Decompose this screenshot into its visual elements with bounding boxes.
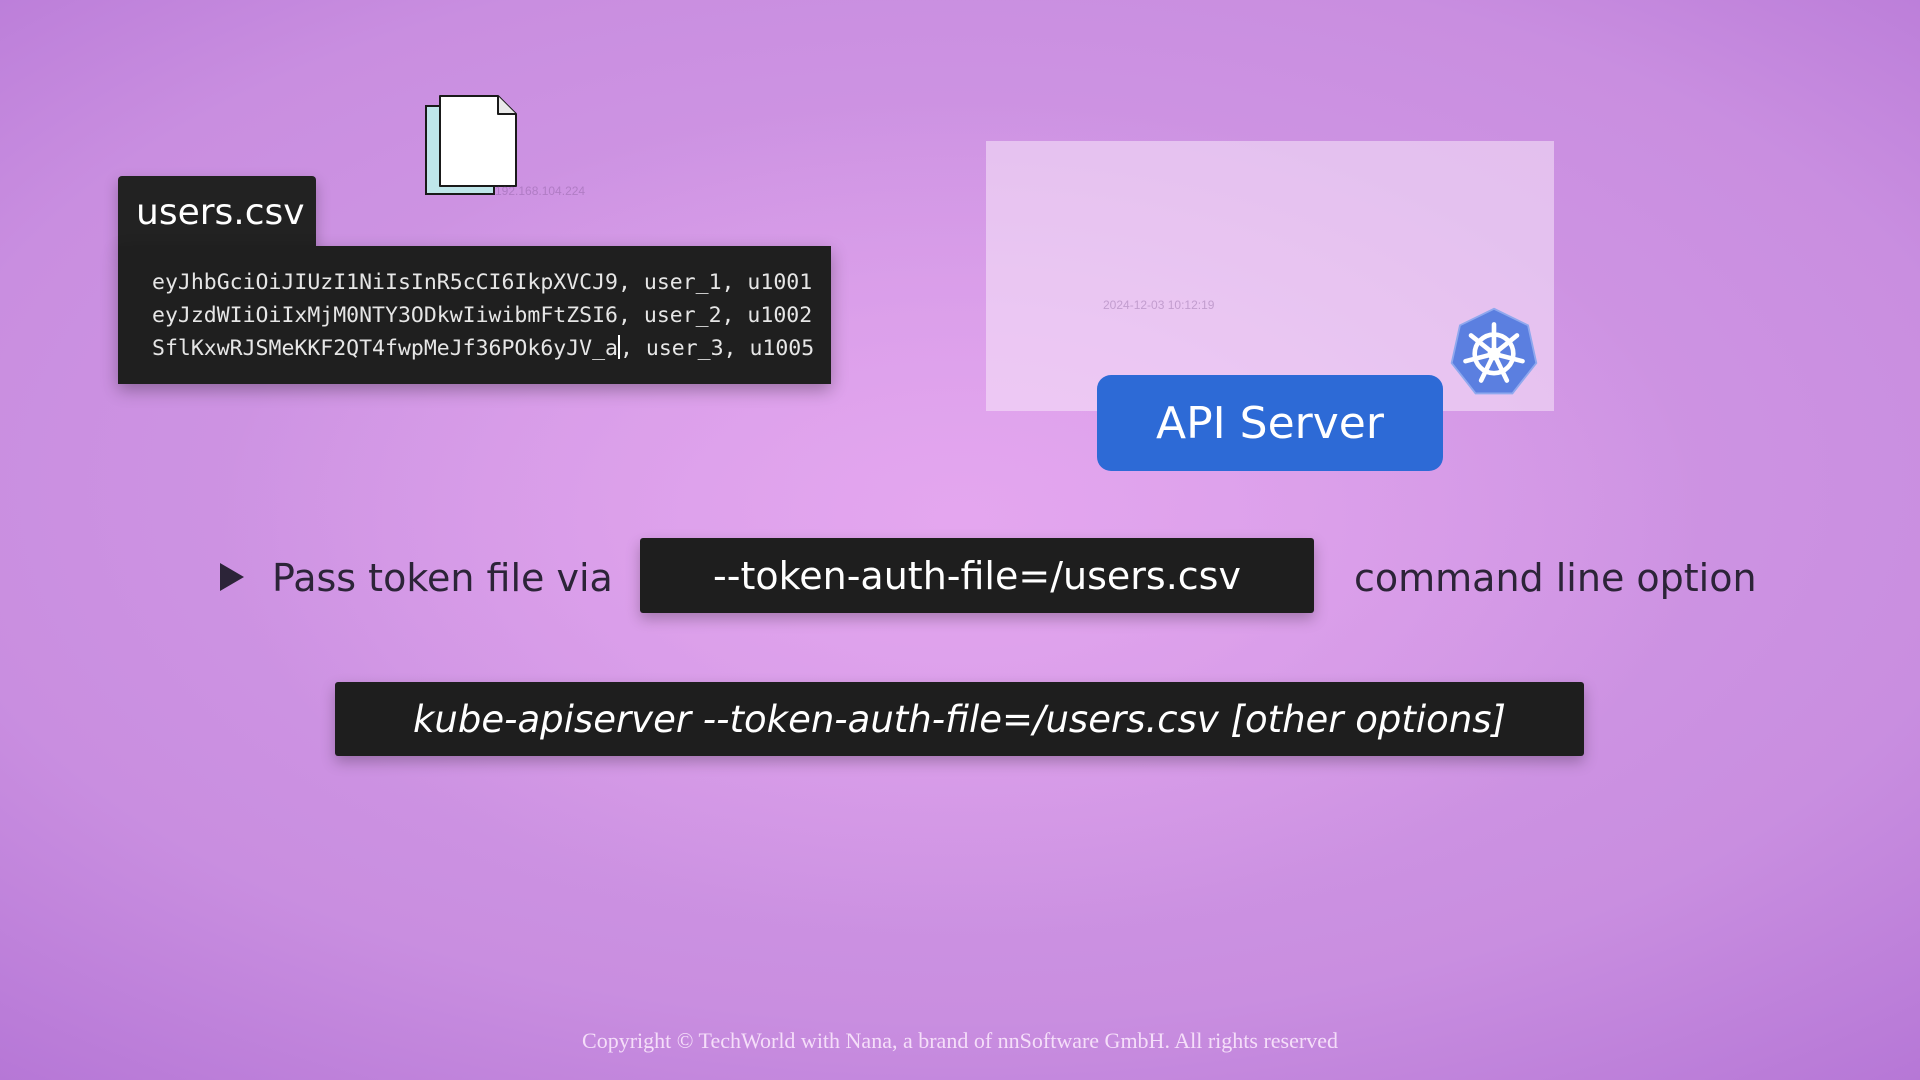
command-line-option-text: command line option bbox=[1354, 556, 1757, 600]
text-cursor bbox=[618, 335, 620, 359]
csv-line: eyJhbGciOiJIUzI1NiIsInR5cCI6IkpXVCJ9, us… bbox=[152, 270, 813, 295]
api-server-label: API Server bbox=[1156, 397, 1384, 449]
copyright-footer: Copyright © TechWorld with Nana, a brand… bbox=[582, 1028, 1338, 1053]
overlay-ip-text: 192.168.104.224 bbox=[495, 184, 586, 198]
csv-line: eyJzdWIiOiIxMjM0NTY3ODkwIiwibmFtZSI6, us… bbox=[152, 303, 813, 328]
token-flag-text: --token-auth-file=/users.csv bbox=[713, 553, 1241, 598]
apiserver-command: kube-apiserver --token-auth-file=/users.… bbox=[335, 682, 1584, 756]
csv-line: SflKxwRJSMeKKF2QT4fwpMeJf36POk6yJV_a, us… bbox=[152, 332, 831, 365]
pass-token-text: Pass token file via bbox=[272, 556, 613, 600]
document-icon bbox=[425, 95, 517, 195]
csv-line-token: SflKxwRJSMeKKF2QT4fwpMeJf36POk6yJV_a bbox=[152, 336, 618, 361]
csv-file-contents: eyJhbGciOiJIUzI1NiIsInR5cCI6IkpXVCJ9, us… bbox=[118, 246, 831, 384]
kubernetes-helm-icon bbox=[1450, 307, 1538, 395]
overlay-timestamp: 2024-12-03 10:12:19 bbox=[1103, 298, 1215, 312]
apiserver-command-text: kube-apiserver --token-auth-file=/users.… bbox=[413, 697, 1506, 741]
api-server-button[interactable]: API Server bbox=[1097, 375, 1443, 471]
csv-line-rest: , user_3, u1005 bbox=[620, 336, 815, 361]
csv-file-tab[interactable]: users.csv bbox=[118, 176, 316, 248]
csv-file-tab-label: users.csv bbox=[136, 191, 305, 233]
play-triangle-icon bbox=[220, 563, 244, 591]
token-flag-code: --token-auth-file=/users.csv bbox=[640, 538, 1314, 613]
